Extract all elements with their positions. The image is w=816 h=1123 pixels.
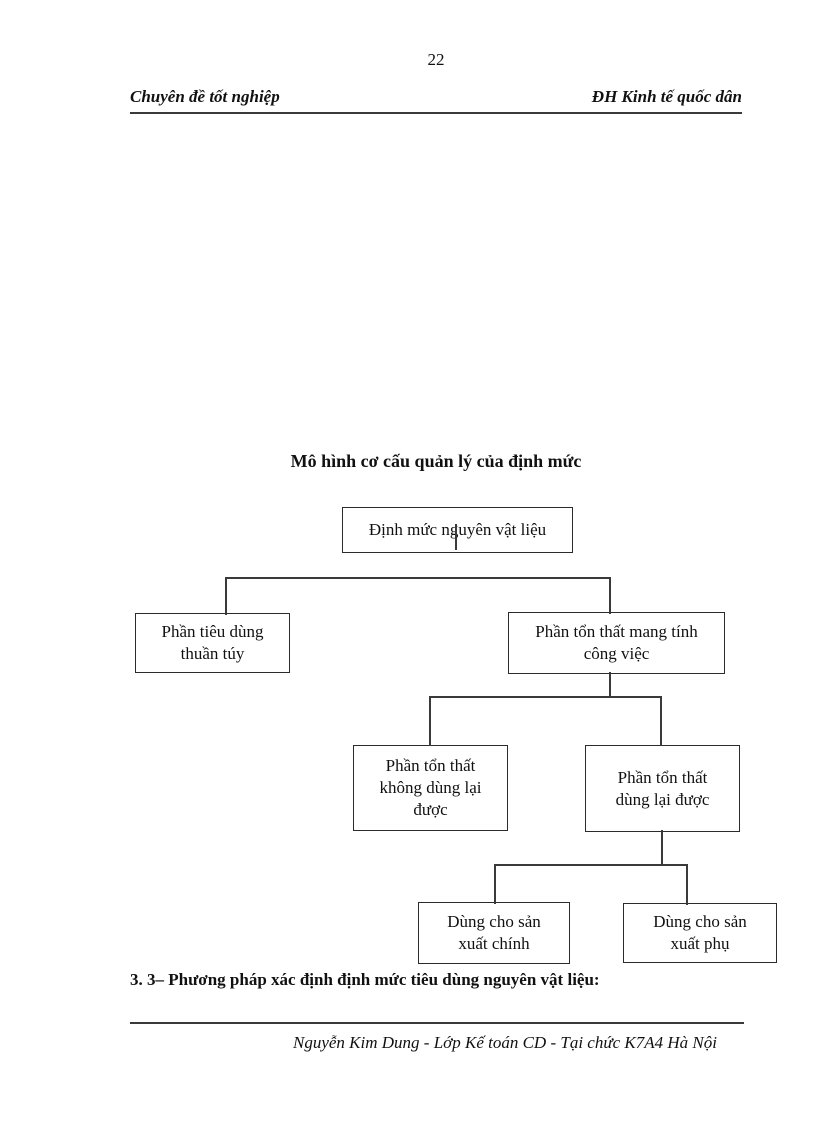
diagram-node-phan-ton-that-dung-lai-duoc: Phần tổn thất dùng lại được: [585, 745, 740, 832]
connector-level3-stub: [661, 830, 663, 866]
page-number: 22: [427, 50, 445, 69]
connector-level1-left-drop: [225, 577, 227, 615]
connector-root-stub: [455, 524, 457, 550]
page-header: Chuyên đề tốt nghiệp ĐH Kinh tế quốc dân: [130, 87, 742, 107]
header-report-title: Chuyên đề tốt nghiệp: [130, 87, 280, 106]
diagram-node-phan-tieu-dung-thuan-tuy: Phần tiêu dùng thuần túy: [135, 613, 290, 673]
connector-level3-horizontal: [494, 864, 688, 866]
connector-level2-stub: [609, 672, 611, 698]
connector-level3-right-drop: [686, 864, 688, 905]
connector-level2-right-drop: [660, 696, 662, 746]
header-university-name: ĐH Kinh tế quốc dân: [591, 87, 742, 106]
footer-author-line: Nguyễn Kim Dung - Lớp Kế toán CD - Tại c…: [293, 1033, 717, 1052]
diagram-title: Mô hình cơ cấu quản lý của định mức: [290, 451, 582, 471]
connector-level2-horizontal: [429, 696, 662, 698]
connector-level2-left-drop: [429, 696, 431, 746]
diagram-node-dung-cho-san-xuat-phu: Dùng cho sản xuất phụ: [623, 903, 777, 963]
footer-rule: [130, 1022, 744, 1024]
diagram-node-dung-cho-san-xuat-chinh: Dùng cho sản xuất chính: [418, 902, 570, 964]
connector-level1-right-drop: [609, 577, 611, 614]
diagram-node-dinh-muc-nguyen-vat-lieu: Định mức nguyên vật liệu: [342, 507, 573, 553]
section-heading: 3. 3– Phương pháp xác định định mức tiêu…: [130, 970, 600, 989]
diagram-node-phan-ton-that-mang-tinh-cong-viec: Phần tổn thất mang tính công việc: [508, 612, 725, 674]
connector-level1-horizontal: [225, 577, 611, 579]
header-rule: [130, 112, 742, 114]
diagram-node-phan-ton-that-khong-dung-lai-duoc: Phần tổn thất không dùng lại được: [353, 745, 508, 831]
connector-level3-left-drop: [494, 864, 496, 904]
